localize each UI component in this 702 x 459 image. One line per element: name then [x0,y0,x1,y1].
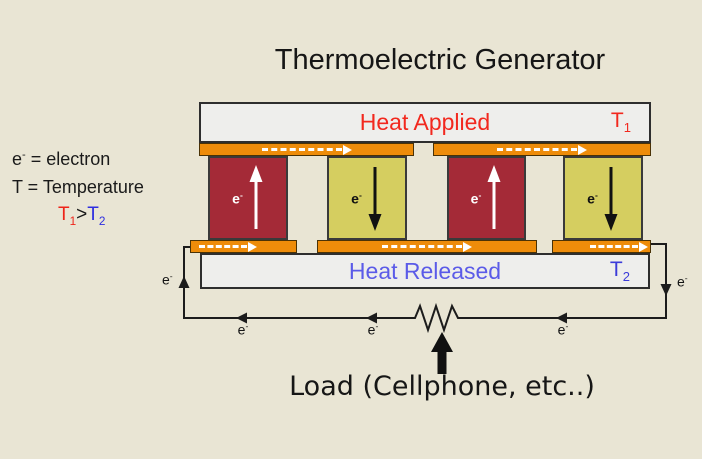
electron-up-arrowhead-icon [178,276,190,288]
electron-flow-dashed-arrow-icon [261,144,352,155]
electron-label: e- [232,189,243,207]
circuit-electron-label-left: e- [162,271,173,288]
legend-temperature-definition: T = Temperature [12,177,144,197]
semiconductor-block-p-2: e- [447,156,526,240]
copper-connector-bottom-right [552,240,651,253]
up-arrow-icon [249,165,263,229]
heat-released-label: Heat Released [348,257,502,284]
circuit-electron-label-bottom-3: e- [557,321,569,338]
up-arrow-icon [487,165,501,229]
heat-applied-label: Heat Applied [359,109,491,135]
t1-symbol: T1 [58,204,77,228]
diagram-title: Thermoelectric Generator [274,44,606,76]
electron-down-arrowhead-icon [660,284,672,296]
electron-label: e- [470,189,482,207]
circuit-electron-label-right: e- [677,273,688,290]
legend: e- = electron T = Temperature T1>T2 [12,141,144,236]
semiconductor-block-n-1: e- [327,156,407,240]
t1-plate-label: T1 [610,109,631,136]
t2-plate-label: T2 [609,257,630,285]
semiconductor-block-n-2: e- [563,156,643,240]
t2-symbol: T2 [87,204,106,228]
electron-flow-dashed-arrow-icon [590,241,648,252]
legend-electron-text: = electron [25,149,111,169]
load-pointer-arrow-icon [431,332,453,374]
electron-flow-dashed-arrow-icon [199,241,257,252]
greater-than-sign: > [76,204,88,225]
electron-symbol: e- [12,149,26,169]
electron-label: e- [587,189,598,207]
copper-connector-top-right [433,143,651,156]
electron-flow-dashed-arrow-icon [382,241,472,252]
circuit-electron-label-bottom-1: e- [237,321,249,338]
down-arrow-icon [604,167,618,231]
circuit-electron-label-bottom-2: e- [367,321,379,338]
cold-side-plate: Heat Released T2 [200,253,650,289]
copper-connector-bottom-left [190,240,297,253]
copper-connector-top-left [199,143,414,156]
legend-temperature-comparison: T1>T2 [12,201,144,236]
legend-electron-definition: e- = electron [12,141,144,173]
semiconductor-block-p-1: e- [208,156,288,240]
electron-flow-dashed-arrow-icon [497,144,587,155]
electron-label: e- [351,189,362,207]
down-arrow-icon [368,167,382,231]
hot-side-plate: Heat Applied T1 [199,102,651,143]
copper-connector-bottom-middle [317,240,537,253]
load-label: Load (Cellphone, etc..) [289,371,595,402]
